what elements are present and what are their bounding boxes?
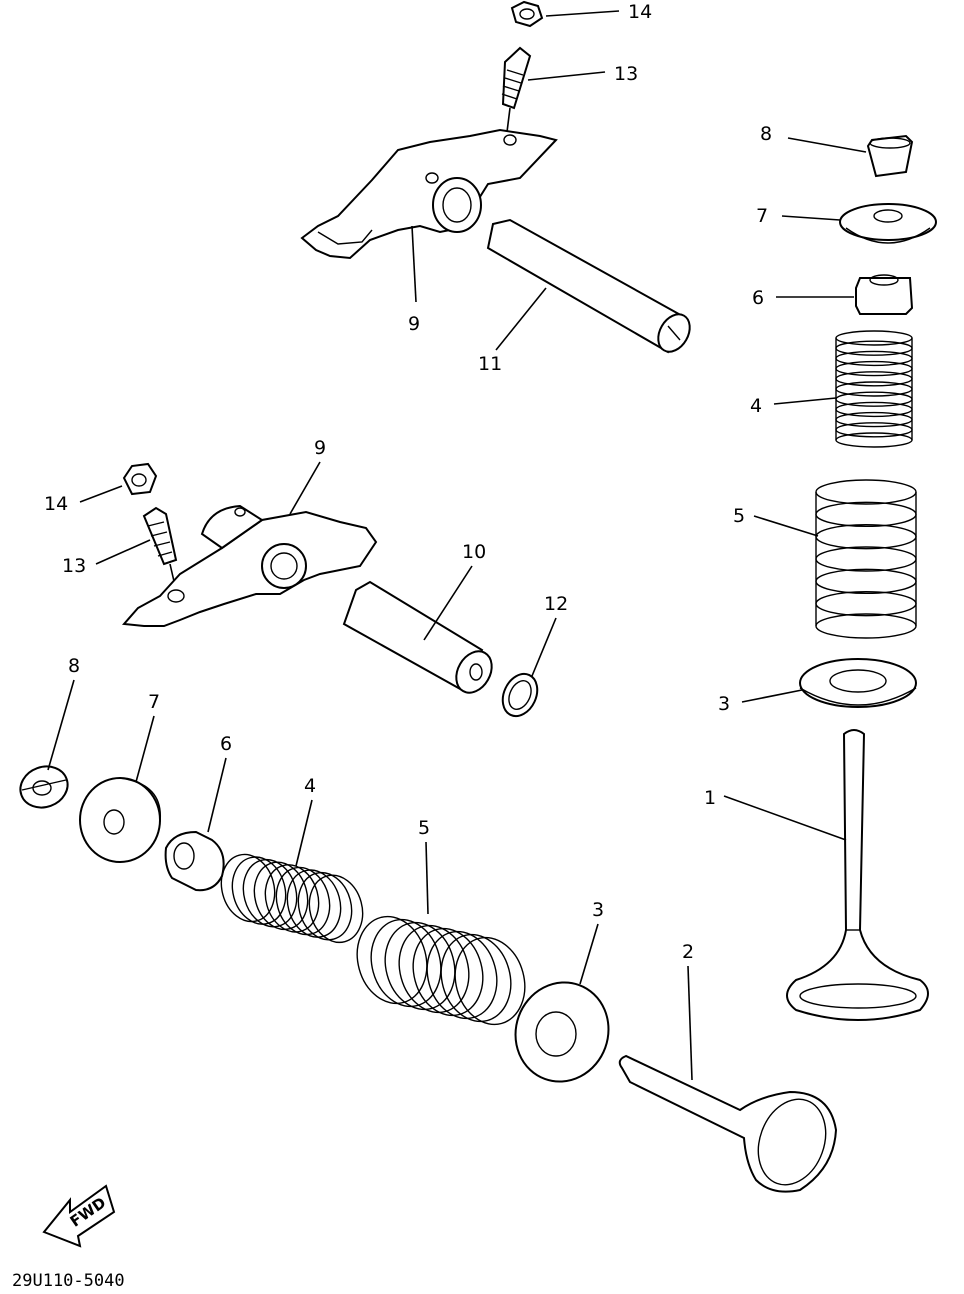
leader-line-c5a [753,515,819,537]
rocker-arm-part [300,128,558,260]
valve-stem-seal-part [164,830,225,892]
callout-labels: 14 13 9 11 8 7 6 4 5 3 1 9 14 13 10 12 8 7 6 4 5 3 2 [44,1,772,963]
leader-line-c3b [579,923,599,985]
forward-direction-arrow [42,1184,116,1248]
callout-7-valve-spring-retainer: 7 [148,691,160,713]
leader-line-c2 [687,965,693,1081]
valve-spring-outer-part [356,915,526,1026]
nut-part [122,462,158,496]
leader-line-c9b [289,461,321,515]
leader-line-c11 [495,287,547,351]
callout-12-o-ring: 12 [544,593,568,615]
rocker-shaft-part [342,580,493,694]
leader-line-c12 [531,617,557,677]
valve-cotter-part [19,765,69,809]
leader-line-c9a [411,225,417,303]
valve-stem-seal-part [855,274,914,315]
callout-10-rocker-shaft: 10 [462,541,486,563]
leader-line-c7a [781,215,841,221]
callout-6-valve-stem-seal: 6 [220,733,232,755]
valve-spring-retainer-part [839,203,937,244]
o-ring-part [501,672,539,718]
rocker-arm-part [121,504,378,627]
adjusting-screw-part [142,506,178,591]
nut-part [510,0,544,28]
leader-line-c7b [135,715,155,783]
callout-3-valve-spring-seat: 3 [718,693,730,715]
callout-13-adjusting-screw: 13 [614,63,638,85]
leader-line-c4b [295,799,313,867]
leader-line-c4a [773,397,837,405]
leader-line-c5b [425,841,429,915]
leader-line-c14a [545,10,620,17]
valve-spring-retainer-part [79,777,161,863]
valve-spring-seat-part [799,658,917,708]
callout-14-nut: 14 [44,493,68,515]
callout-8-valve-cotter: 8 [760,123,772,145]
exhaust-valve-part [618,1054,838,1193]
callout-9-rocker-arm: 9 [314,437,326,459]
callout-4-valve-spring-inner: 4 [750,395,762,417]
intake-valve-part [786,729,929,1021]
leader-line-c10 [423,565,473,641]
leader-line-c1 [723,795,847,841]
callout-5-valve-spring-outer: 5 [733,505,745,527]
callout-4-valve-spring-inner: 4 [304,775,316,797]
leader-line-c13b [95,539,151,565]
valve-spring-inner-part [835,330,913,448]
adjusting-screw-part [501,46,532,141]
valve-cotter-part [866,134,914,178]
leader-line-c8a [787,137,867,153]
callout-9-rocker-arm: 9 [408,313,420,335]
callout-13-adjusting-screw: 13 [62,555,86,577]
callout-6-valve-stem-seal: 6 [752,287,764,309]
valve-spring-inner-part [220,853,364,944]
leader-lines [47,10,867,1081]
drawing-code: 29U110-5040 [12,1271,125,1291]
callout-14-nut: 14 [628,1,652,23]
valve-spring-outer-part [815,479,917,639]
leader-line-c14b [79,485,123,503]
rocker-shaft-part [486,218,691,354]
callout-11-rocker-shaft: 11 [478,353,502,375]
valve-spring-seat-part [514,981,610,1083]
callout-7-valve-spring-retainer: 7 [756,205,768,227]
leader-line-c8b [47,679,75,771]
leader-line-c13a [527,71,606,81]
callout-3-valve-spring-seat: 3 [592,899,604,921]
callout-1-intake-valve: 1 [704,787,716,809]
callout-2-exhaust-valve: 2 [682,941,694,963]
callout-8-valve-cotter: 8 [68,655,80,677]
leader-line-c3a [741,689,803,703]
callout-5-valve-spring-outer: 5 [418,817,430,839]
leader-line-c6b [207,757,227,833]
